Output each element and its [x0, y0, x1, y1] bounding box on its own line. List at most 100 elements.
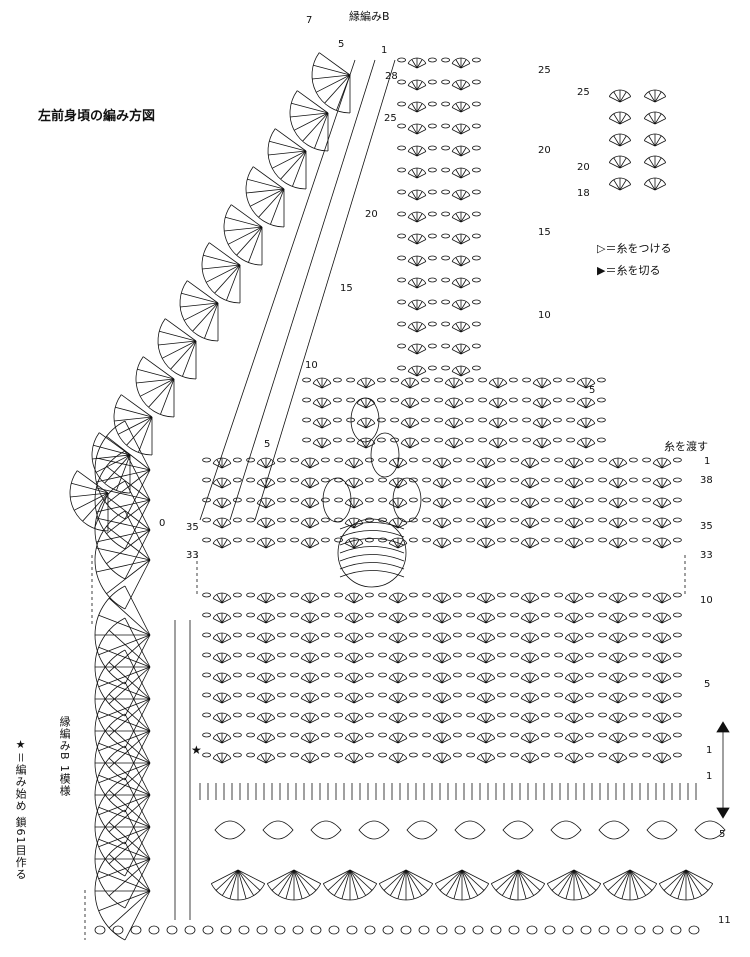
shell-stitch — [400, 383, 411, 389]
shell-stitch — [407, 107, 418, 113]
shell-stitch — [608, 598, 619, 604]
shell-stitch — [451, 305, 462, 311]
shell-stitch — [608, 503, 619, 509]
body-row-5: 5 — [704, 679, 711, 690]
shell-stitch — [212, 543, 223, 549]
shell-stitch — [300, 638, 311, 644]
shell-stitch — [564, 758, 575, 764]
shell-stitch — [300, 483, 311, 489]
edge-label-top: 縁編みB — [349, 10, 390, 23]
shell-stitch — [432, 463, 443, 469]
shell-stitch — [312, 423, 323, 429]
leaf-stitch — [550, 820, 582, 840]
shell-stitch — [300, 503, 311, 509]
side-border-fan — [124, 794, 151, 845]
shell-stitch — [256, 638, 267, 644]
shell-stitch — [212, 658, 223, 664]
shell-stitch — [407, 261, 418, 267]
inset-stitch — [609, 184, 621, 191]
inset-stitch — [609, 140, 621, 147]
shell-stitch — [256, 483, 267, 489]
side-border-fan — [124, 890, 151, 941]
shell-stitch — [652, 738, 663, 744]
shell-stitch — [451, 371, 462, 377]
shell-stitch — [608, 618, 619, 624]
start-note: ★＝編み始め 鎖61目作る — [14, 738, 28, 881]
shell-stitch — [608, 738, 619, 744]
shell-stitch — [451, 173, 462, 179]
shell-stitch — [476, 543, 487, 549]
shell-stitch — [432, 483, 443, 489]
side-border-fan — [124, 858, 151, 909]
shell-stitch — [576, 443, 587, 449]
row-10: 10 — [538, 310, 551, 321]
shell-stitch — [407, 217, 418, 223]
hem-fan — [405, 869, 433, 884]
shell-stitch — [520, 463, 531, 469]
shell-stitch — [256, 543, 267, 549]
shell-stitch — [564, 483, 575, 489]
shell-stitch — [388, 678, 399, 684]
shell-stitch — [520, 758, 531, 764]
leaf-stitch — [406, 820, 438, 840]
shell-stitch — [312, 403, 323, 409]
shell-stitch — [488, 443, 499, 449]
shell-stitch — [407, 173, 418, 179]
shell-stitch — [344, 638, 355, 644]
hem-fan — [573, 869, 601, 884]
shell-stitch — [652, 698, 663, 704]
neck-row-20: 20 — [365, 209, 378, 220]
shell-stitch — [608, 758, 619, 764]
shell-stitch — [407, 349, 418, 355]
shell-stitch — [344, 698, 355, 704]
shell-stitch — [652, 658, 663, 664]
legend-cut: ▶＝糸を切る — [597, 264, 661, 277]
shell-stitch — [400, 423, 411, 429]
hem-fan — [517, 869, 545, 884]
shell-stitch — [407, 305, 418, 311]
shell-stitch — [451, 107, 462, 113]
shell-stitch — [432, 758, 443, 764]
shell-stitch — [432, 658, 443, 664]
shell-stitch — [432, 523, 443, 529]
side-border-fan — [124, 634, 151, 685]
row-20: 20 — [538, 145, 551, 156]
inset-row-25: 25 — [577, 87, 590, 98]
shell-stitch — [300, 718, 311, 724]
hem-fan — [461, 869, 489, 884]
shell-stitch — [532, 443, 543, 449]
hem-fan — [349, 869, 377, 884]
shell-stitch — [432, 638, 443, 644]
shell-stitch — [652, 463, 663, 469]
shell-stitch — [520, 598, 531, 604]
shell-stitch — [652, 598, 663, 604]
inset-stitch — [609, 96, 621, 103]
mark-one: 1 — [381, 45, 388, 56]
shell-stitch — [344, 758, 355, 764]
shell-stitch — [520, 658, 531, 664]
shell-stitch — [388, 658, 399, 664]
shell-stitch — [256, 658, 267, 664]
shell-stitch — [476, 503, 487, 509]
shell-stitch — [256, 503, 267, 509]
shell-stitch — [388, 758, 399, 764]
shell-stitch — [344, 738, 355, 744]
shell-stitch — [300, 543, 311, 549]
hem-fan — [629, 869, 657, 884]
shell-stitch — [451, 349, 462, 355]
shell-stitch — [564, 463, 575, 469]
mark-five: 5 — [338, 39, 345, 50]
legend-carry: 糸を渡す — [664, 440, 708, 453]
shell-stitch — [300, 463, 311, 469]
shell-stitch — [451, 239, 462, 245]
legend-attach: ▷＝糸をつける — [597, 242, 672, 255]
shell-stitch — [476, 658, 487, 664]
leaf-stitch — [358, 820, 390, 840]
side-border-fan — [124, 698, 151, 749]
shell-stitch — [432, 618, 443, 624]
shell-stitch — [432, 698, 443, 704]
shell-stitch — [476, 678, 487, 684]
shell-stitch — [564, 618, 575, 624]
